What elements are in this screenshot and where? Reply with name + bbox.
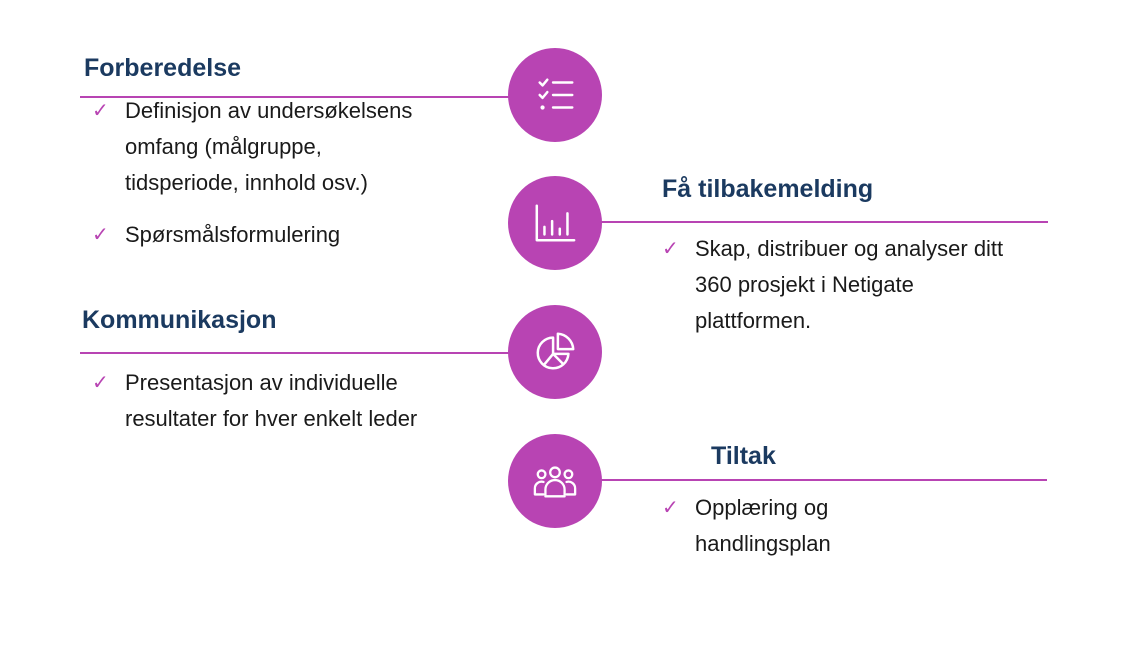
kommunikasjon-list: ✓ Presentasjon av individuelle resultater… xyxy=(80,365,430,437)
tilbakemelding-title: Få tilbakemelding xyxy=(662,175,874,203)
list-item: ✓ Opplæring og handlingsplan xyxy=(650,490,900,562)
tiltak-list: ✓ Opplæring og handlingsplan xyxy=(650,490,900,562)
list-item-text: Opplæring og handlingsplan xyxy=(695,495,831,556)
forberedelse-circle xyxy=(508,48,602,142)
kommunikasjon-title: Kommunikasjon xyxy=(82,306,277,334)
tiltak-title: Tiltak xyxy=(711,442,776,470)
list-item-text: Presentasjon av individuelle resultater … xyxy=(125,370,418,431)
tiltak-divider xyxy=(600,479,1047,481)
tilbakemelding-divider xyxy=(600,221,1048,223)
bar-chart-icon xyxy=(535,204,576,242)
list-item: ✓ Definisjon av undersøkelsens omfang (må… xyxy=(80,93,430,201)
checkmark-icon: ✓ xyxy=(662,238,679,260)
list-item-text: Definisjon av undersøkelsens omfang (mål… xyxy=(125,98,413,195)
list-item-text: Skap, distribuer og analyser ditt 360 pr… xyxy=(695,236,1004,333)
kommunikasjon-circle xyxy=(508,305,602,399)
forberedelse-title: Forberedelse xyxy=(84,54,242,82)
list-item: ✓ Skap, distribuer og analyser ditt 360 p… xyxy=(650,231,1025,339)
tilbakemelding-circle xyxy=(508,176,602,270)
forberedelse-divider xyxy=(80,96,510,98)
checkmark-icon: ✓ xyxy=(92,224,109,246)
forberedelse-list: ✓ Definisjon av undersøkelsens omfang (må… xyxy=(80,93,430,253)
kommunikasjon-divider xyxy=(80,352,510,354)
checkmark-icon: ✓ xyxy=(662,497,679,519)
group-icon xyxy=(533,466,577,498)
checkmark-icon: ✓ xyxy=(92,372,109,394)
pie-chart-icon xyxy=(536,332,575,370)
tiltak-circle xyxy=(508,434,602,528)
list-item: ✓ Spørsmålsformulering xyxy=(80,217,430,253)
checklist-icon xyxy=(538,78,574,110)
list-item-text: Spørsmålsformulering xyxy=(125,222,341,247)
checkmark-icon: ✓ xyxy=(92,100,109,122)
list-item: ✓ Presentasjon av individuelle resultater… xyxy=(80,365,430,437)
tilbakemelding-list: ✓ Skap, distribuer og analyser ditt 360 p… xyxy=(650,231,1025,339)
